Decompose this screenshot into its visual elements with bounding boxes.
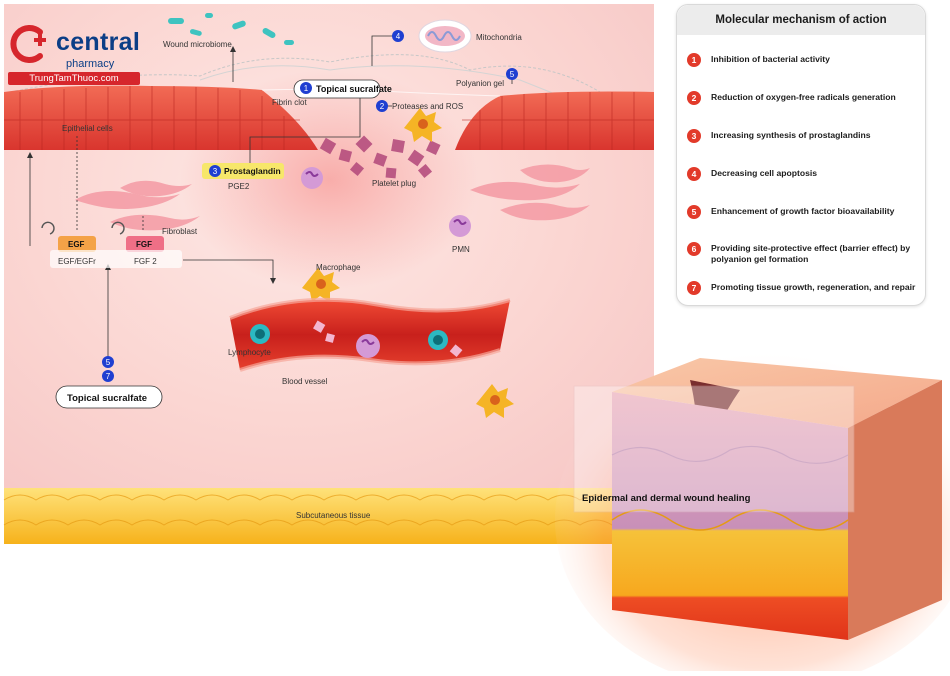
badge-2 bbox=[376, 100, 388, 112]
gel-surface-line bbox=[199, 65, 561, 97]
mechanism-text: Enhancement of growth factor bioavailabi… bbox=[711, 206, 895, 216]
mechanism-text: Providing site-protective effect (barrie… bbox=[711, 243, 911, 264]
label-wound-microbiome: Wound microbiome bbox=[163, 40, 232, 49]
mechanism-number: 7 bbox=[687, 281, 701, 295]
cube-dermis-pattern bbox=[611, 445, 849, 464]
cube-fat-pattern bbox=[611, 509, 849, 531]
label-blood-vessel: Blood vessel bbox=[282, 377, 328, 386]
macrophage-cells bbox=[302, 108, 514, 418]
logo-subtitle: pharmacy bbox=[66, 58, 115, 70]
logo-mark-icon bbox=[10, 25, 46, 63]
svg-text:3: 3 bbox=[213, 167, 218, 176]
mechanism-number: 1 bbox=[687, 53, 701, 67]
svg-text:4: 4 bbox=[396, 32, 401, 41]
label-egf: EGF bbox=[68, 240, 85, 249]
panel-title: Molecular mechanism of action bbox=[677, 5, 925, 35]
fat-cells bbox=[3, 494, 645, 526]
svg-text:1: 1 bbox=[304, 84, 309, 93]
vessel-platelets bbox=[313, 320, 463, 358]
mechanism-number: 3 bbox=[687, 129, 701, 143]
topical-sucralfate-bottom-box bbox=[55, 385, 163, 409]
cube-front bbox=[612, 392, 848, 640]
label-subcutaneous-tissue: Subcutaneous tissue bbox=[296, 511, 371, 520]
egf-box bbox=[58, 236, 96, 252]
svg-text:5: 5 bbox=[106, 358, 111, 367]
label-proteases-ros: Proteases and ROS bbox=[392, 102, 463, 111]
label-fgf2: FGF 2 bbox=[134, 257, 157, 266]
label-topical-sucralfate-bottom: Topical sucralfate bbox=[67, 393, 147, 404]
label-fibrin-clot: Fibrin clot bbox=[272, 98, 307, 107]
mechanism-number: 4 bbox=[687, 167, 701, 181]
mechanism-number: 2 bbox=[687, 91, 701, 105]
lymphocyte-cells bbox=[250, 324, 448, 350]
label-wound-healing: Epidermal and dermal wound healing bbox=[582, 493, 751, 504]
label-fibroblast: Fibroblast bbox=[162, 227, 198, 236]
mechanism-panel: Molecular mechanism of action 1 Inhibiti… bbox=[676, 4, 926, 306]
badge-5 bbox=[506, 68, 518, 80]
mechanism-text: Promoting tissue growth, regeneration, a… bbox=[711, 282, 916, 292]
epithelium-right bbox=[455, 91, 654, 150]
bacteria-cluster bbox=[168, 13, 294, 45]
prostaglandin-box bbox=[202, 163, 284, 179]
svg-text:7: 7 bbox=[106, 372, 111, 381]
logo-site: TrungTamThuoc.com bbox=[8, 72, 140, 85]
label-mitochondria: Mitochondria bbox=[476, 33, 522, 42]
mitochondria-cristae bbox=[427, 31, 461, 41]
label-pmn: PMN bbox=[452, 245, 470, 254]
neutrophil-cell bbox=[301, 167, 323, 189]
pmn-cell bbox=[449, 215, 471, 237]
label-topical-sucralfate-top: Topical sucralfate bbox=[316, 84, 392, 94]
blood-vessel-wall-top bbox=[229, 297, 511, 320]
svg-text:2: 2 bbox=[380, 102, 385, 111]
label-lymphocyte: Lymphocyte bbox=[228, 348, 271, 357]
label-polyanion-gel: Polyanion gel bbox=[456, 79, 504, 88]
label-epithelial-cells: Epithelial cells bbox=[62, 124, 113, 133]
label-egf-egfr: EGF/EGFr bbox=[58, 257, 96, 266]
neutrophil-nucleus bbox=[305, 171, 319, 177]
vessel-neutrophil bbox=[356, 334, 380, 358]
label-macrophage: Macrophage bbox=[316, 263, 361, 272]
cube-side bbox=[848, 380, 942, 640]
fgf-box bbox=[126, 236, 164, 252]
label-platelet-plug: Platelet plug bbox=[372, 179, 416, 188]
badge-4 bbox=[392, 30, 404, 42]
mechanism-text: Reduction of oxygen-free radicals genera… bbox=[711, 92, 896, 102]
badge-1 bbox=[300, 82, 312, 94]
cube-label-overlay bbox=[573, 385, 855, 513]
diagram-labels: Wound microbiome Mitochondria Polyanion … bbox=[58, 33, 522, 520]
growth-factor-box bbox=[50, 250, 182, 268]
label-pge2: PGE2 bbox=[228, 182, 250, 191]
cube-top bbox=[612, 358, 942, 428]
badge-5-bottom bbox=[102, 356, 114, 368]
mechanism-text: Increasing synthesis of prostaglandins bbox=[711, 130, 871, 140]
pmn-nucleus bbox=[453, 219, 467, 225]
mechanism-text: Inhibition of bacterial activity bbox=[711, 54, 830, 64]
label-fgf: FGF bbox=[136, 240, 152, 249]
label-prostaglandin: Prostaglandin bbox=[224, 166, 281, 176]
badge-7-bottom bbox=[102, 370, 114, 382]
fibroblast-cells bbox=[75, 164, 590, 231]
connector-lines bbox=[29, 35, 513, 356]
central-pharmacy-logo: central pharmacy TrungTamThuoc.com bbox=[4, 20, 144, 90]
svg-text:5: 5 bbox=[510, 70, 515, 79]
mechanism-number: 5 bbox=[687, 205, 701, 219]
badges: 1 2 3 4 5 5 7 bbox=[102, 30, 518, 382]
badge-3 bbox=[209, 165, 221, 177]
mechanism-text: Decreasing cell apoptosis bbox=[711, 168, 818, 178]
cycle-arrows bbox=[41, 221, 125, 235]
mechanism-number: 6 bbox=[687, 242, 701, 256]
topical-sucralfate-top-box bbox=[293, 79, 381, 99]
blood-vessel-wall-bottom bbox=[239, 348, 501, 372]
platelet-plug bbox=[319, 135, 441, 179]
vessel-neutrophil-nucleus bbox=[361, 339, 375, 345]
epithelium-left-cells bbox=[4, 86, 300, 150]
epithelium-right-cells bbox=[462, 92, 654, 150]
logo-name: central bbox=[56, 28, 141, 56]
